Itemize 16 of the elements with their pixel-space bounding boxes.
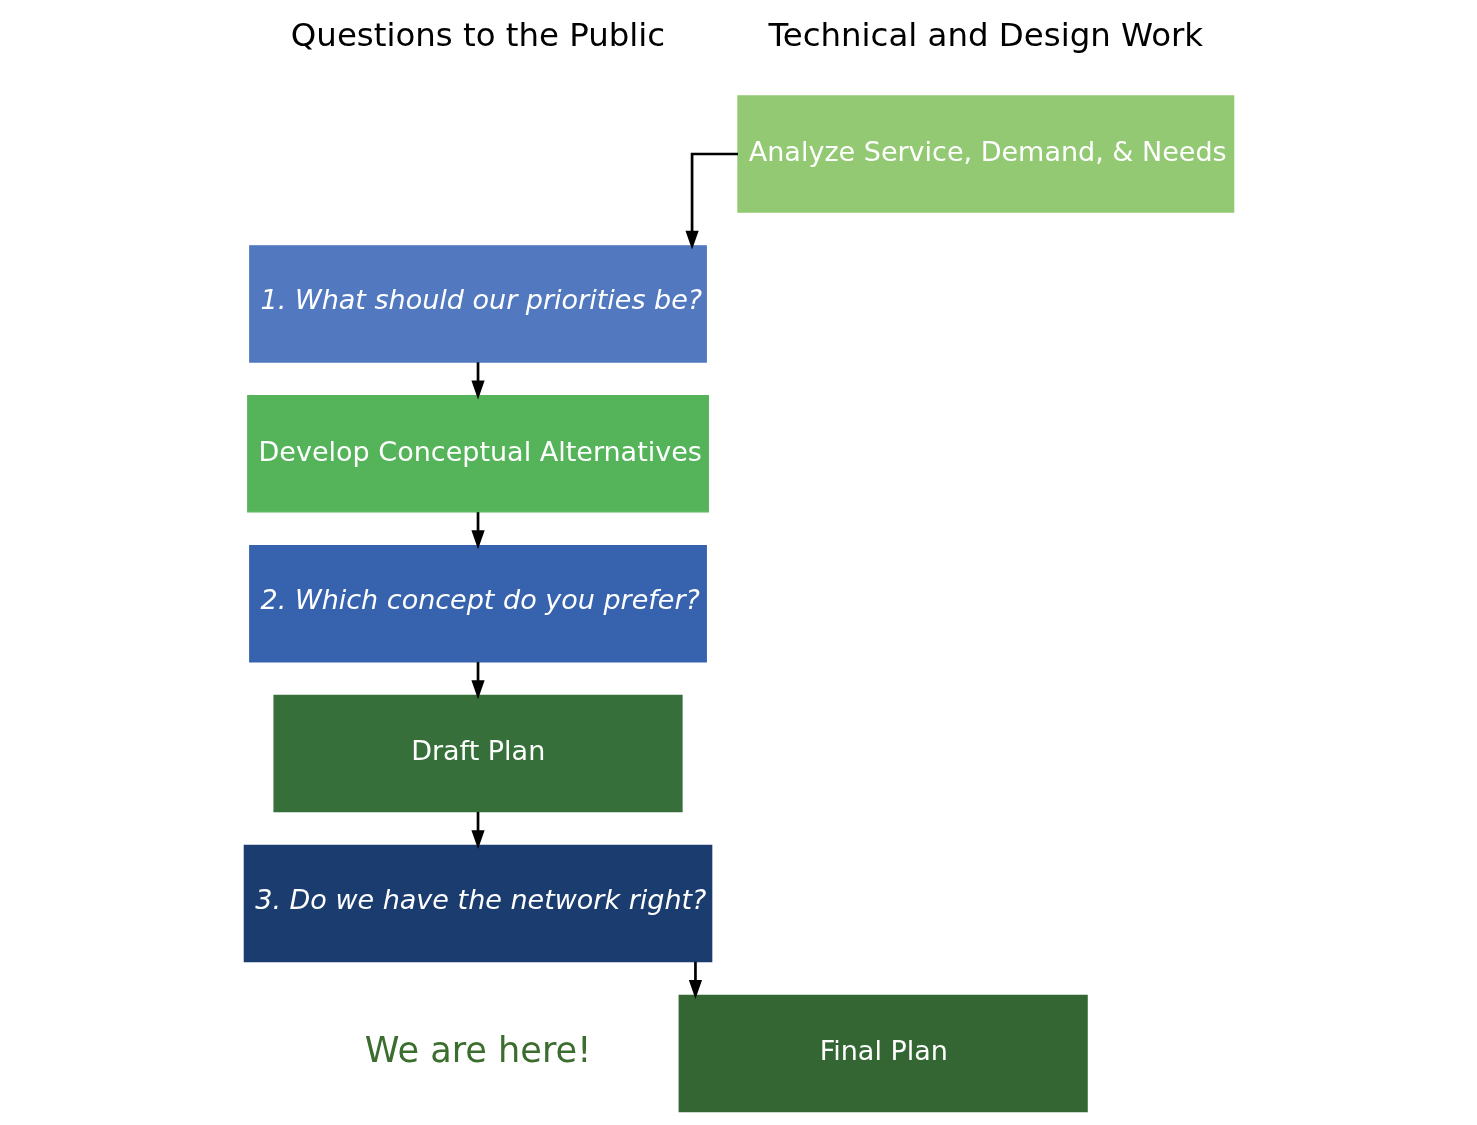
arrow bbox=[688, 961, 702, 999]
node-box: Draft Plan bbox=[272, 694, 683, 813]
node-box: 2. Which concept do you prefer? bbox=[248, 544, 707, 663]
arrow bbox=[470, 512, 485, 550]
arrow bbox=[470, 662, 485, 700]
arrow bbox=[684, 152, 738, 250]
label: Questions to the Public bbox=[290, 16, 665, 55]
node-box: 3. Do we have the network right? bbox=[243, 844, 712, 963]
arrow bbox=[470, 811, 485, 850]
node-label: We are here! bbox=[364, 1028, 591, 1070]
node-box: Develop Conceptual Alternatives bbox=[246, 395, 709, 513]
label: Technical and Design Work bbox=[767, 16, 1203, 55]
node-box: Final Plan bbox=[678, 994, 1088, 1113]
arrow bbox=[470, 362, 485, 400]
node-box: Analyze Service, Demand, & Needs bbox=[736, 95, 1234, 213]
node-box: 1. What should our priorities be? bbox=[248, 245, 707, 363]
